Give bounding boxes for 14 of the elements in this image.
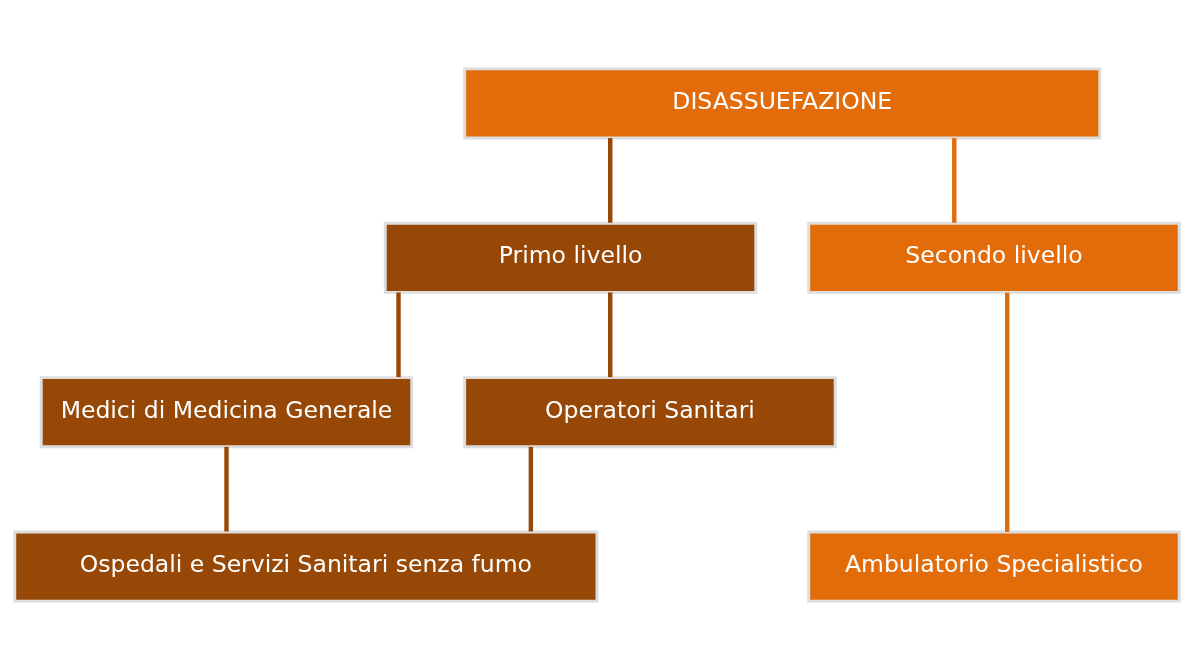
connector (528, 446, 534, 532)
node-box: DISASSUEFAZIONE (463, 67, 1102, 140)
node-box: Medici di Medicina Generale (39, 376, 414, 449)
node-box: Ospedali e Servizi Sanitari senza fumo (13, 530, 599, 603)
connector (608, 138, 613, 223)
node-box: Operatori Sanitari (463, 376, 837, 449)
node-box: Secondo livello (807, 221, 1181, 294)
node-box: Ambulatorio Specialistico (807, 530, 1181, 603)
connector (608, 292, 613, 378)
connector (1005, 292, 1010, 532)
connector (952, 138, 957, 223)
node-box: Primo livello (383, 221, 758, 294)
connector (224, 446, 229, 532)
connector (396, 292, 401, 378)
